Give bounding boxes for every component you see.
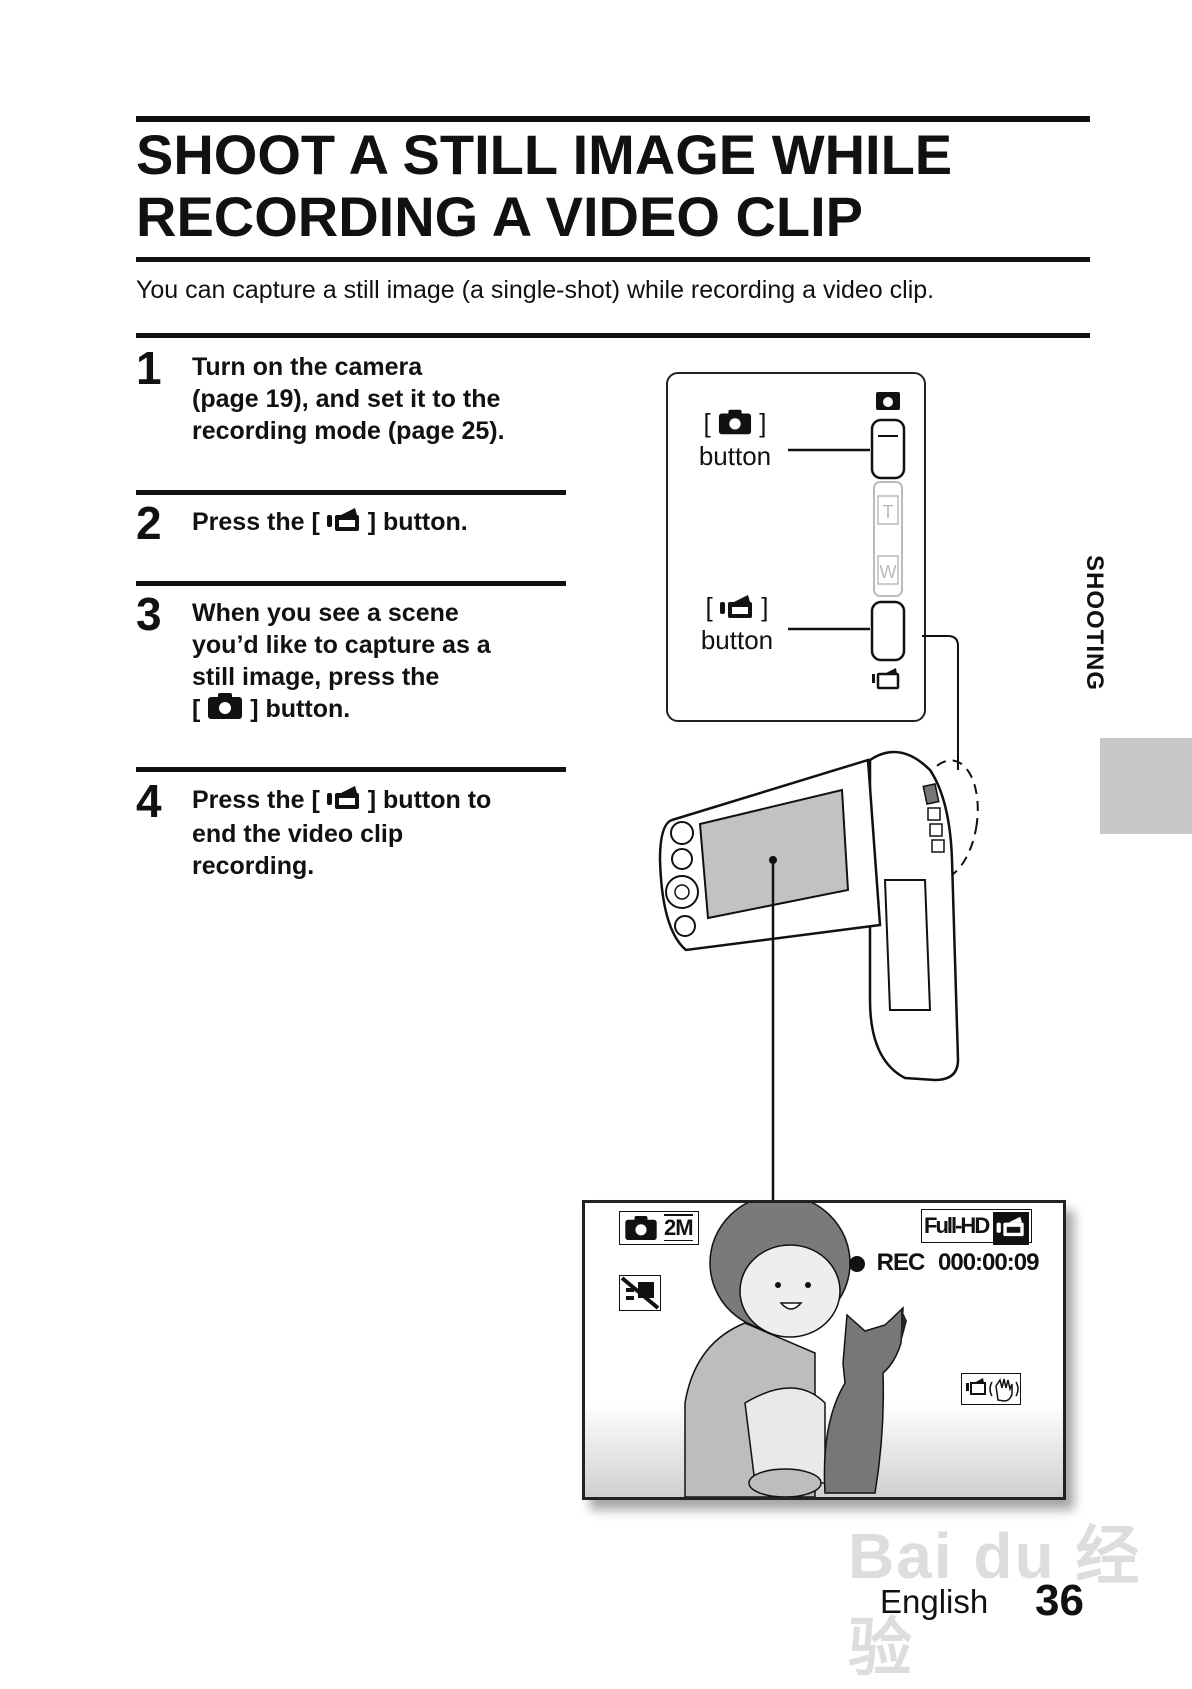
zoom-lever-graphic [873, 481, 903, 597]
photo-button-label: [ ] button [680, 408, 790, 471]
bracket: ] [759, 408, 767, 438]
cat [823, 1306, 904, 1494]
bracket: [ [703, 408, 711, 438]
rec-label: REC [876, 1249, 926, 1276]
video-camera-icon [326, 506, 361, 540]
zoom-t-label: T [883, 502, 894, 522]
image-stabilizer-icon [961, 1373, 1021, 1405]
step-text-post: ] button. [367, 508, 468, 536]
photo-mode-indicator: 2M [619, 1211, 699, 1245]
video-camera-icon [872, 668, 900, 690]
rec-dot-icon [849, 1255, 865, 1272]
step-line: still image, press the [192, 663, 440, 691]
camera-icon [718, 409, 752, 441]
step-line: Turn on the camera [192, 353, 423, 381]
camera-icon [624, 1216, 658, 1245]
step-line: When you see a scene [192, 599, 459, 627]
bracket: ] [761, 592, 769, 622]
title-line-2: RECORDING A VIDEO CLIP [136, 185, 864, 248]
step-divider [136, 490, 566, 495]
section-tab-label: SHOOTING [1081, 555, 1108, 692]
zoom-w-label: W [880, 562, 897, 582]
top-rule [136, 116, 1090, 122]
label-text: button [700, 625, 774, 656]
step-text: When you see a scene you’d like to captu… [192, 597, 572, 727]
step-number: 3 [136, 588, 162, 640]
lcd-screen [698, 788, 850, 920]
watermark: Bai du 经验 [848, 1520, 1142, 1684]
page-title: SHOOT A STILL IMAGE WHILE RECORDING A VI… [136, 124, 952, 248]
intro-bottom-rule [136, 333, 1090, 338]
step-text-pre: [ [192, 695, 201, 723]
step-text: Turn on the camera (page 19), and set it… [192, 351, 572, 447]
video-button-graphic [870, 600, 906, 662]
camera-icon [207, 693, 243, 727]
step-text-post: ] button. [250, 695, 351, 723]
footer-language: English [880, 1583, 989, 1620]
section-tab-marker [1100, 738, 1192, 834]
intro-text: You can capture a still image (a single-… [136, 276, 935, 304]
step-text: Press the [ ] button to end the video cl… [192, 784, 572, 882]
camera-icon [876, 392, 900, 410]
title-line-1: SHOOT A STILL IMAGE WHILE [136, 123, 953, 186]
step-text-pre: Press the [ [192, 508, 320, 536]
step-divider [136, 581, 566, 586]
video-camera-icon [326, 784, 361, 818]
rec-time: 000:00:09 [938, 1249, 1039, 1276]
quality-label: Full-HD [924, 1213, 990, 1238]
page-number: 36 [1035, 1576, 1084, 1625]
step-text-post: ] button to [367, 786, 492, 814]
girl-face [739, 1244, 841, 1338]
photo-size: 2M [664, 1214, 694, 1241]
step-number: 1 [136, 342, 162, 394]
step-text-pre: Press the [ [192, 786, 320, 814]
video-button-label: [ ] button [682, 592, 792, 655]
step-line: (page 19), and set it to the [192, 385, 501, 413]
step-number: 2 [136, 497, 162, 549]
step-divider [136, 767, 566, 772]
step-number: 4 [136, 775, 162, 827]
title-bottom-rule [136, 257, 1090, 262]
step-line: you’d like to capture as a [192, 631, 491, 659]
scene-illustration [585, 1203, 1063, 1497]
photo-button-graphic [870, 418, 906, 480]
step-line: end the video clip [192, 820, 404, 849]
video-quality-indicator: Full-HD [921, 1209, 1032, 1245]
rec-status: REC 000:00:09 [849, 1249, 1039, 1277]
bracket: [ [705, 592, 713, 622]
step-line: recording mode (page 25). [192, 417, 505, 445]
lcd-display-example: 2M Full-HD REC 000:00:09 [582, 1200, 1066, 1500]
video-camera-icon [720, 593, 754, 625]
video-camera-icon [992, 1212, 1029, 1245]
flash-off-icon [619, 1275, 661, 1311]
step-text: Press the [ ] button. [192, 506, 572, 540]
button-closeup-callout [666, 372, 926, 722]
step-line: recording. [192, 852, 315, 881]
label-text: button [698, 441, 772, 472]
